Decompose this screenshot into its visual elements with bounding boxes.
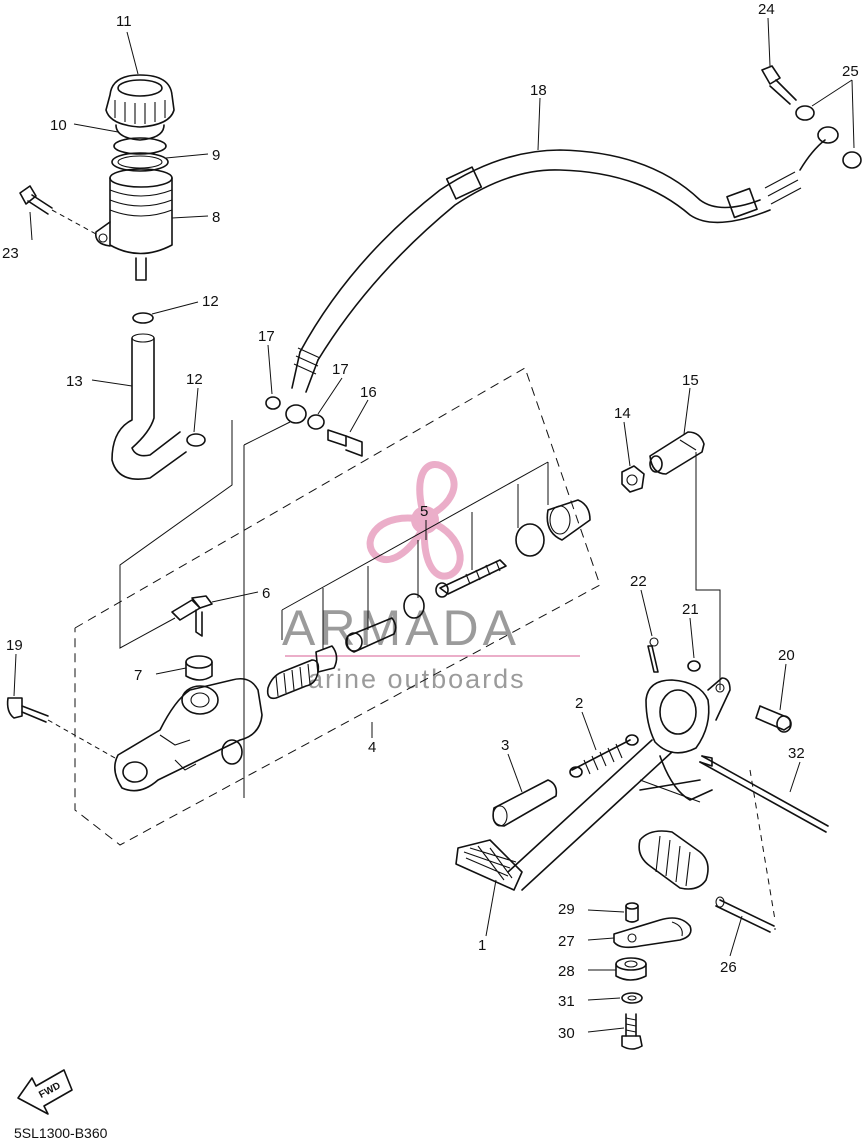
callout-7: 7	[134, 667, 142, 684]
brake-rod	[699, 755, 829, 833]
callout-12-upper: 12	[202, 293, 219, 310]
clevis-nut	[621, 465, 645, 493]
leader-lines	[13, 17, 855, 1033]
callout-10: 10	[50, 117, 67, 134]
callout-29: 29	[558, 901, 575, 918]
watermark-brand: ARMADA	[282, 600, 520, 656]
reservoir-diaphragm	[113, 137, 167, 155]
callout-22: 22	[630, 573, 647, 590]
callout-24: 24	[758, 1, 775, 18]
washer-upper-b	[842, 151, 862, 169]
callout-18: 18	[530, 82, 547, 99]
clevis	[649, 431, 705, 475]
brake-pedal	[455, 677, 731, 891]
callout-1: 1	[478, 937, 486, 954]
callout-25: 25	[842, 63, 859, 80]
hose-clip-lower	[186, 433, 206, 447]
master-cylinder-body	[114, 677, 263, 792]
callout-32: 32	[788, 745, 805, 762]
callout-31: 31	[558, 993, 575, 1010]
diagram-code: 5SL1300-B360	[14, 1125, 108, 1141]
pivot-pin	[755, 705, 792, 733]
cotter-pin	[647, 637, 659, 673]
callout-11: 11	[116, 13, 132, 30]
pivot-collar	[492, 779, 558, 827]
callout-15: 15	[682, 372, 699, 389]
piston-secondary-cup	[403, 593, 425, 619]
watermark-logo: ARMADA arine outboards	[282, 461, 580, 694]
callout-labels: 1 2 3 4 5 6 7 8 9 10 11 12 12 13 14 15 1…	[2, 1, 859, 1042]
hose-joint	[171, 595, 213, 637]
reservoir-bolt	[19, 185, 97, 235]
fwd-arrow-icon: FWD	[17, 1069, 73, 1115]
callout-9: 9	[212, 147, 220, 164]
pin-washer	[687, 660, 701, 672]
callout-23: 23	[2, 245, 19, 262]
callout-30: 30	[558, 1025, 575, 1042]
brake-light-switch	[638, 769, 776, 933]
callout-12-lower: 12	[186, 371, 203, 388]
reservoir-tank	[94, 168, 173, 281]
washer-upper-a	[795, 105, 815, 121]
bracket-bolt	[621, 1013, 643, 1050]
callout-13: 13	[66, 373, 83, 390]
damper	[625, 902, 639, 923]
dust-boot	[546, 499, 591, 541]
callout-16: 16	[360, 384, 377, 401]
master-cylinder-mount-bolt	[6, 697, 116, 759]
callout-4: 4	[368, 739, 376, 756]
piston	[345, 617, 397, 653]
callout-8: 8	[212, 209, 220, 226]
callout-5: 5	[420, 503, 428, 520]
bracket-grommet	[615, 957, 647, 981]
return-spring	[569, 734, 639, 778]
callout-14: 14	[614, 405, 631, 422]
push-rod	[435, 559, 507, 598]
callout-17-right: 17	[332, 361, 349, 378]
watermark-tagline: arine outboards	[308, 664, 526, 694]
reservoir-cap	[105, 74, 175, 141]
switch-bracket	[613, 917, 692, 949]
reservoir-gasket	[111, 152, 169, 172]
callout-28: 28	[558, 963, 575, 980]
callout-2: 2	[575, 695, 583, 712]
banjo-bolt-lower	[327, 429, 363, 457]
washer-lower-a	[265, 396, 281, 410]
washer-lower-b	[307, 414, 325, 430]
callout-21: 21	[682, 601, 699, 618]
callout-3: 3	[501, 737, 509, 754]
banjo-bolt-upper	[761, 65, 797, 105]
hose-clip-upper	[132, 312, 154, 324]
callout-26: 26	[720, 959, 737, 976]
circlip	[515, 523, 545, 557]
callout-17-left: 17	[258, 328, 275, 345]
callout-19: 19	[6, 637, 23, 654]
bracket-washer	[621, 992, 643, 1004]
brake-hose	[285, 126, 839, 424]
reservoir-grommet	[185, 655, 213, 681]
master-cylinder-kit-box	[74, 367, 601, 846]
piston-cup	[315, 645, 338, 673]
callout-6: 6	[262, 585, 270, 602]
callout-27: 27	[558, 933, 575, 950]
reservoir-hose	[111, 333, 187, 480]
callout-20: 20	[778, 647, 795, 664]
